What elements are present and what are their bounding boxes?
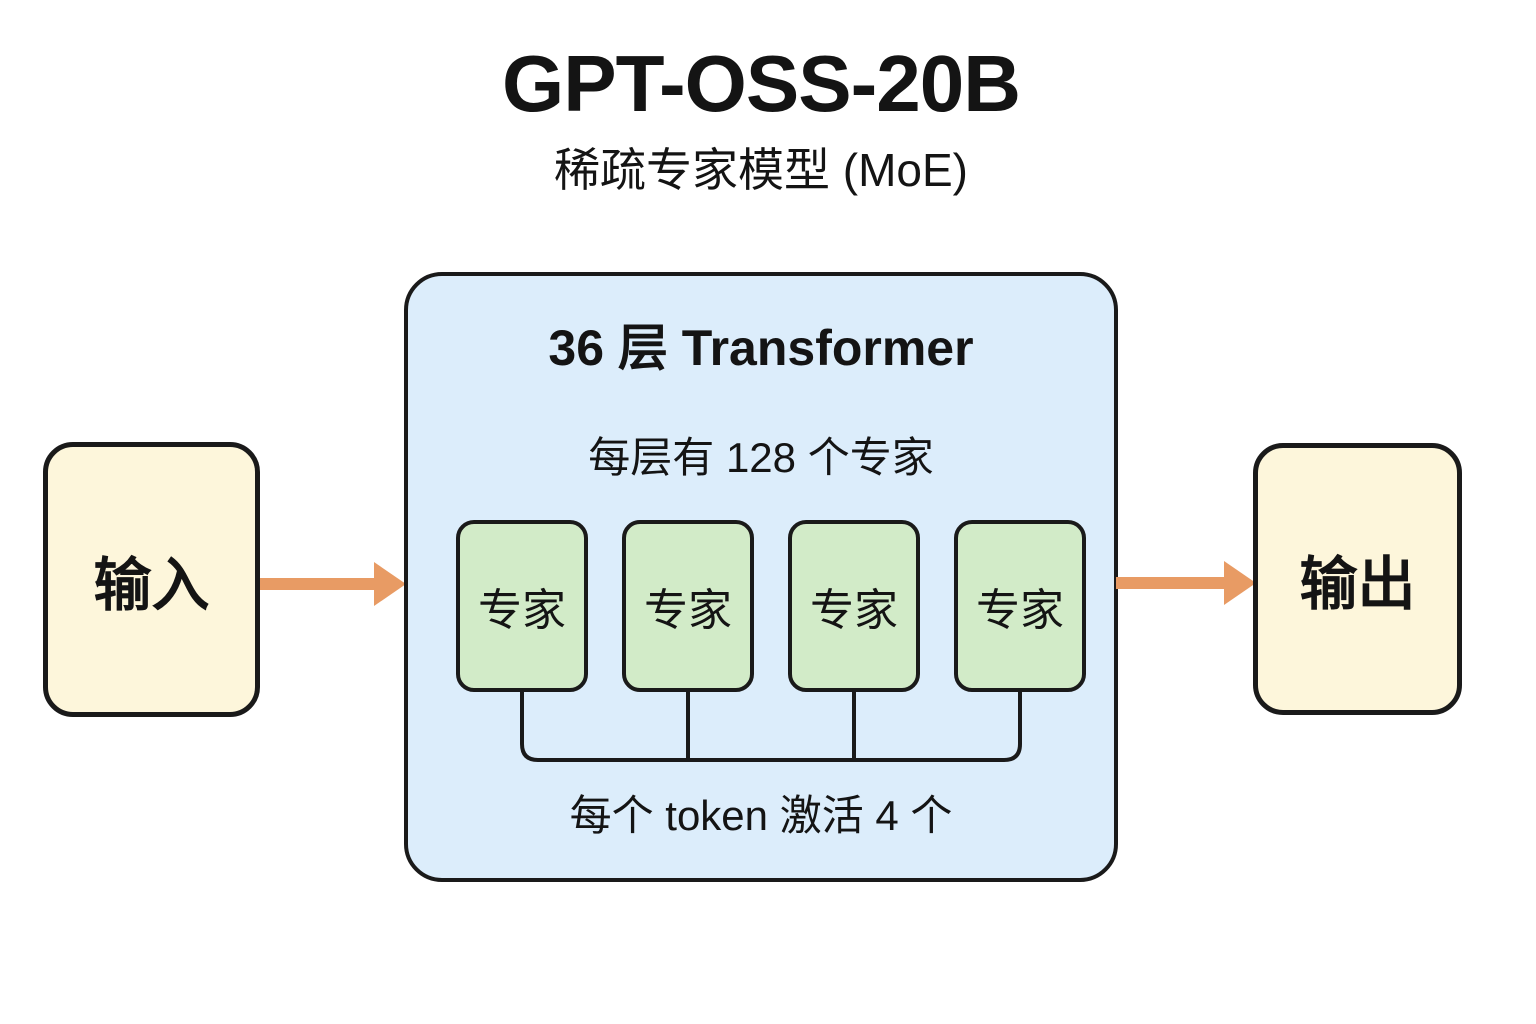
expert-box: 专家	[788, 520, 920, 692]
output-node: 输出	[1253, 443, 1462, 715]
input-node: 输入	[43, 442, 260, 717]
page-subtitle: 稀疏专家模型 (MoE)	[554, 144, 968, 196]
arrow-right-icon	[1116, 561, 1256, 605]
expert-label: 专家	[478, 586, 566, 635]
expert-box: 专家	[954, 520, 1086, 692]
expert-label: 专家	[976, 586, 1064, 635]
input-node-label: 输入	[93, 552, 210, 618]
expert-box: 专家	[622, 520, 754, 692]
output-node-label: 输出	[1299, 552, 1416, 617]
arrow-right-icon	[260, 562, 406, 606]
expert-box: 专家	[456, 520, 588, 692]
activation-caption: 每个 token 激活 4 个	[569, 792, 953, 839]
transformer-container: 36 层 Transformer 每层有 128 个专家 专家 专家 专家 专家…	[404, 272, 1118, 882]
expert-label: 专家	[644, 586, 732, 635]
experts-per-layer-caption: 每层有 128 个专家	[588, 434, 934, 481]
page-title: GPT-OSS-20B	[501, 39, 1021, 128]
expert-bus-connector-icon	[520, 688, 1022, 762]
expert-label: 专家	[810, 586, 898, 635]
transformer-heading: 36 层 Transformer	[548, 320, 974, 376]
